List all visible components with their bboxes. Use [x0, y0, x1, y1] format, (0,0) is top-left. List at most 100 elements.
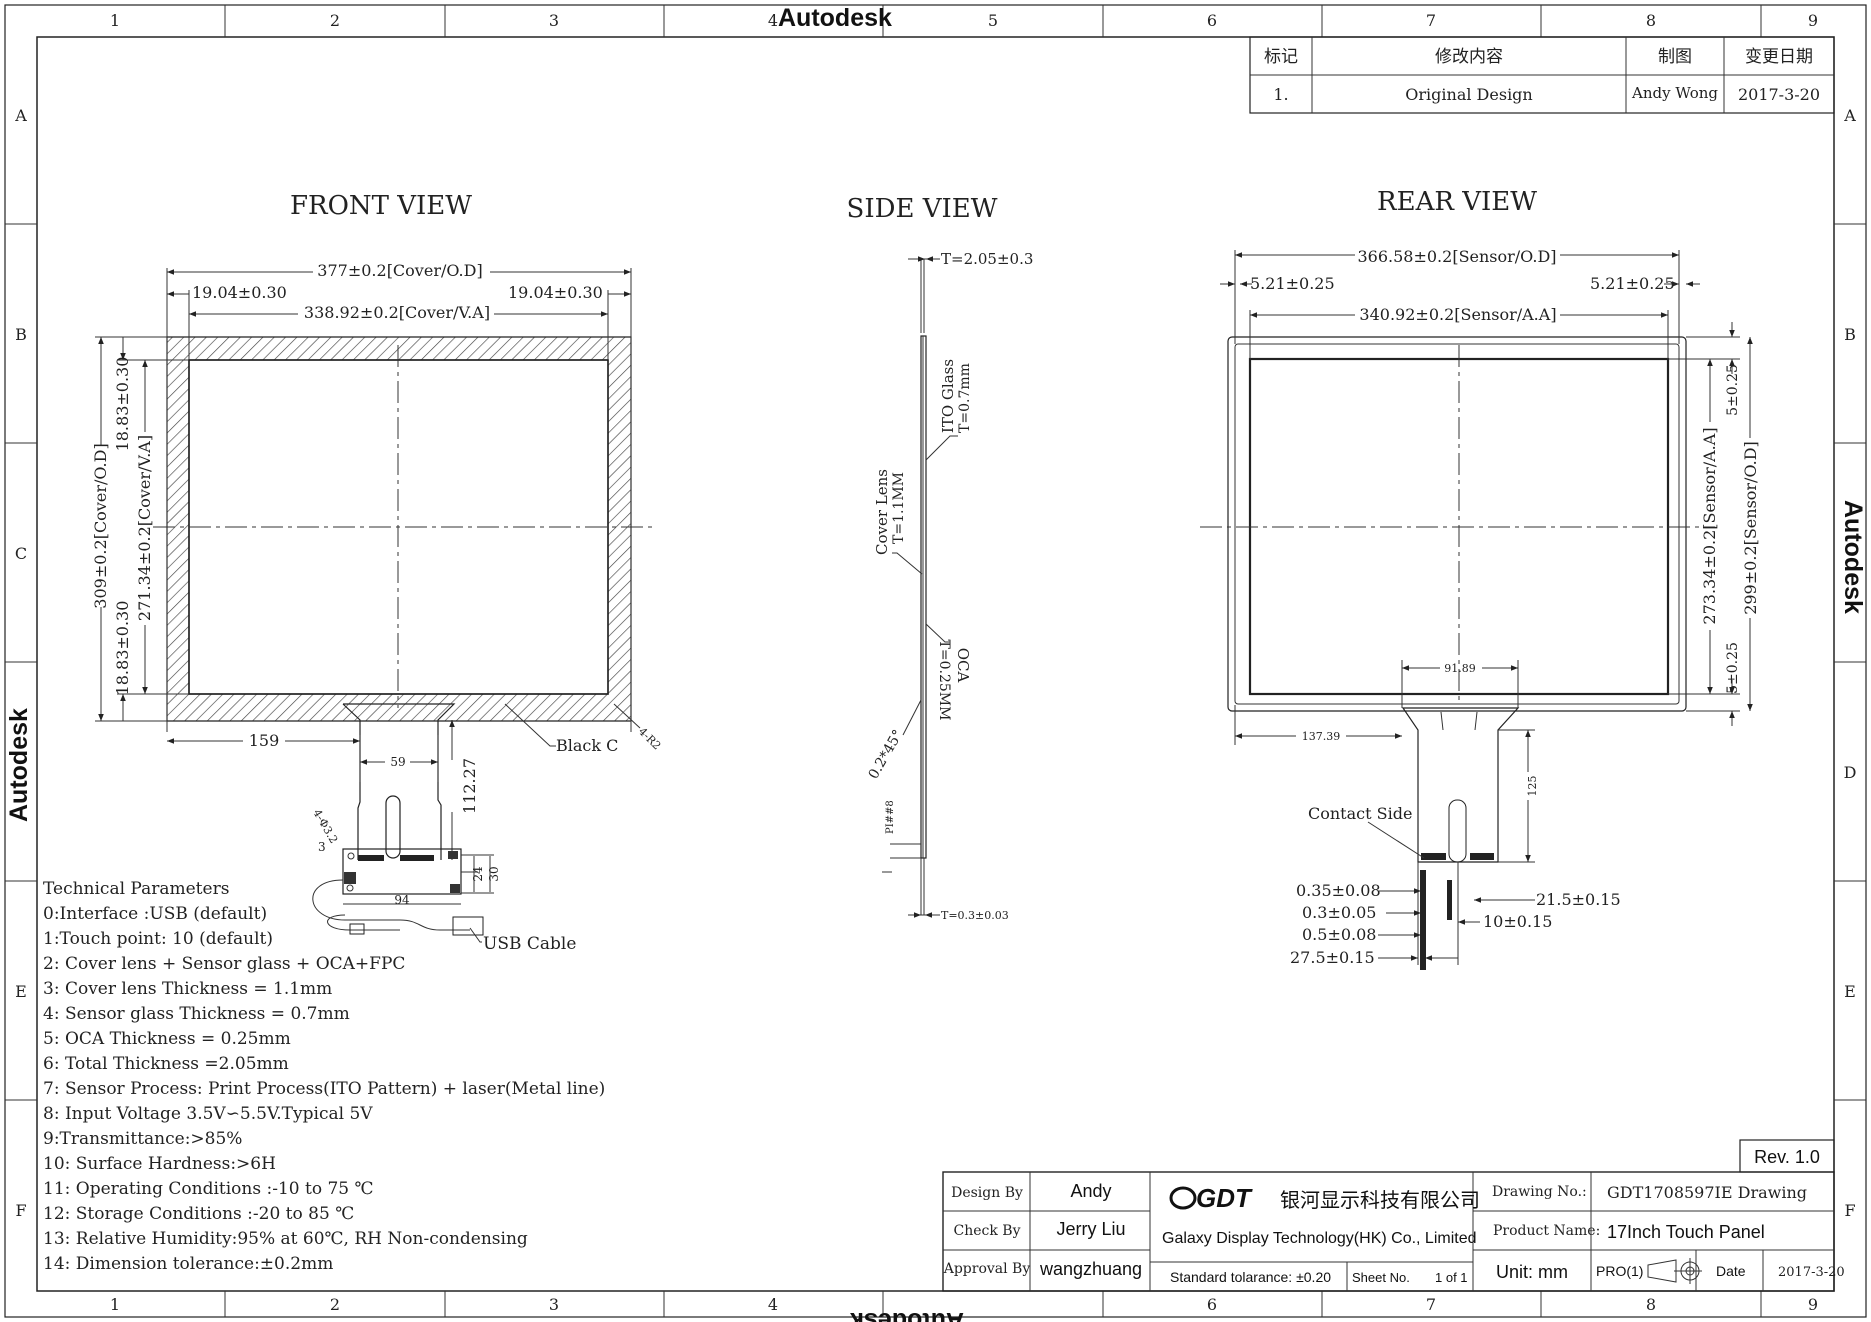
date-value: 2017-3-20 [1778, 1265, 1845, 1280]
company-name-en: Galaxy Display Technology(HK) Co., Limit… [1162, 1230, 1477, 1247]
row-label: E [1844, 982, 1856, 1001]
usb-controller-board: 94 24 30 4-Φ3.2 3 USB Cable [310, 807, 576, 954]
rear-dim-top: 5±0.25 [1725, 364, 1741, 416]
rear-dim-d1: 0.35±0.08 [1296, 881, 1381, 900]
col-label: 1 [110, 11, 120, 30]
design-by-label: Design By [951, 1185, 1023, 1201]
product-name-label: Product Name: [1493, 1223, 1600, 1239]
rear-dim-right: 5.21±0.25 [1590, 274, 1675, 293]
unit-label: Unit: mm [1496, 1262, 1568, 1282]
front-dim-width: 377±0.2[Cover/O.D] [317, 261, 482, 280]
front-dim-fpc-offset: 159 [249, 731, 280, 750]
col-label: 7 [1426, 1295, 1436, 1314]
rev-header-date: 变更日期 [1745, 47, 1813, 67]
col-label: 2 [330, 11, 340, 30]
revision-label: Rev. 1.0 [1754, 1147, 1820, 1167]
view-titles: FRONT VIEW SIDE VIEW REAR VIEW [290, 187, 1537, 224]
check-by-value: Jerry Liu [1056, 1219, 1125, 1239]
side-total-thickness: T=2.05±0.3 [941, 250, 1033, 268]
col-label: 7 [1426, 11, 1436, 30]
front-dim-fpc-width: 59 [390, 755, 405, 769]
side-pitch: PI##8 [885, 800, 896, 834]
row-label: D [1844, 763, 1857, 782]
front-dim-va-width: 338.92±0.2[Cover/V.A] [304, 303, 490, 322]
company-logo: GDT 银河显示科技有限公司 [1169, 1183, 1480, 1213]
rear-dim-aa-h: 273.34±0.2[Sensor/A.A] [1700, 427, 1719, 624]
col-label: 4 [768, 11, 778, 30]
front-label-radius: 4-R2 [636, 725, 664, 753]
tech-line: 11: Operating Conditions :-10 to 75 ℃ [43, 1179, 374, 1199]
tech-line: 1:Touch point: 10 (default) [43, 929, 273, 949]
rear-dim-d6: 10±0.15 [1483, 912, 1552, 931]
pcb-dim-width: 94 [394, 893, 410, 907]
watermark-bottom: Autodesk [850, 1307, 964, 1322]
tech-line: 7: Sensor Process: Print Process(ITO Pat… [43, 1079, 605, 1099]
tech-line: 6: Total Thickness =2.05mm [43, 1054, 289, 1074]
tech-line: 12: Storage Conditions :-20 to 85 ℃ [43, 1204, 354, 1224]
tech-line: 8: Input Voltage 3.5V∽5.5V.Typical 5V [43, 1104, 373, 1124]
col-label: 8 [1646, 1295, 1656, 1314]
col-label: 9 [1808, 1295, 1818, 1314]
rear-dim-d5: 21.5±0.15 [1536, 890, 1621, 909]
grid-column-labels: 1 2 3 4 5 6 7 8 9 1 2 3 4 6 7 8 9 [110, 11, 1818, 1314]
side-cover-thickness: T=1.1MM [891, 472, 907, 544]
rear-view: 366.58±0.2[Sensor/O.D] 5.21±0.25 5.21±0.… [1200, 247, 1760, 970]
pcb-dim-h1: 24 [471, 866, 485, 882]
tech-line: 0:Interface :USB (default) [43, 904, 267, 924]
row-label: F [1844, 1201, 1855, 1220]
tech-line: 14: Dimension tolerance:±0.2mm [43, 1254, 333, 1274]
rev-header-mark: 标记 [1264, 47, 1298, 67]
design-by-value: Andy [1070, 1181, 1111, 1201]
col-label: 4 [768, 1295, 778, 1314]
rear-dim-aa: 340.92±0.2[Sensor/A.A] [1359, 305, 1556, 324]
rear-dim-bottom: 5±0.25 [1725, 642, 1741, 694]
front-dim-va-height: 271.34±0.2[Cover/V.A] [135, 435, 154, 621]
grid-row-labels: A B C E F A B D E F [14, 106, 1856, 1220]
drawing-frame [4, 4, 1867, 1318]
col-label: 6 [1207, 1295, 1217, 1314]
watermark-top: Autodesk [778, 4, 892, 32]
standard-tolerance: Standard tolarance: ±0.20 [1170, 1269, 1331, 1285]
col-label: 2 [330, 1295, 340, 1314]
side-ito-title: ITO Glass [939, 359, 957, 433]
front-dim-height: 309±0.2[Cover/O.D] [91, 443, 110, 608]
usb-cable-label: USB Cable [483, 934, 576, 954]
rear-dim-fpc-width: 91.89 [1444, 662, 1476, 675]
pcb-dim-3: 3 [318, 840, 326, 854]
rear-dim-d2: 0.3±0.05 [1302, 903, 1376, 922]
side-view: T=2.05±0.3 ITO Glass T=0.7mm Cover Lens … [866, 250, 1034, 922]
row-label: C [15, 544, 27, 563]
col-label: 8 [1646, 11, 1656, 30]
approval-by-label: Approval By [943, 1261, 1031, 1277]
rev-row-drawn: Andy Wong [1631, 84, 1718, 102]
projection-label: PRO(1) [1596, 1263, 1643, 1279]
side-cover-title: Cover Lens [873, 469, 891, 555]
tech-line: 5: OCA Thickness = 0.25mm [43, 1029, 291, 1049]
row-label: E [15, 982, 27, 1001]
rear-view-title: REAR VIEW [1377, 187, 1537, 217]
drawing-no-value: GDT1708597IE Drawing [1607, 1183, 1807, 1202]
revision-table: 标记 修改内容 制图 变更日期 1. Original Design Andy … [1249, 36, 1835, 114]
rev-row-content: Original Design [1405, 85, 1532, 104]
approval-by-value: wangzhuang [1039, 1259, 1142, 1279]
projection-symbol-icon [1647, 1258, 1702, 1284]
rear-dim-d4: 27.5±0.15 [1290, 948, 1375, 967]
rev-row-date: 2017-3-20 [1738, 85, 1820, 104]
side-chamfer: 0.2*45° [866, 727, 907, 782]
sheet-label: Sheet No. [1352, 1270, 1410, 1285]
watermarks: Autodesk Autodesk Autodesk Autodesk [5, 4, 1867, 1322]
tech-line: 3: Cover lens Thickness = 1.1mm [43, 979, 332, 999]
row-label: F [15, 1201, 26, 1220]
tech-line: 2: Cover lens + Sensor glass + OCA+FPC [43, 954, 405, 974]
rev-header-drawn: 制图 [1658, 47, 1692, 67]
sheet-value: 1 of 1 [1435, 1270, 1468, 1285]
front-view-title: FRONT VIEW [290, 191, 472, 221]
tech-line: 9:Transmittance:>85% [43, 1129, 242, 1149]
side-oca-thickness: T=0.25MM [936, 640, 952, 721]
col-label: 9 [1808, 11, 1818, 30]
rev-header-content: 修改内容 [1435, 47, 1503, 67]
rear-dim-od-h: 299±0.2[Sensor/O.D] [1741, 441, 1760, 615]
side-oca-title: OCA [954, 648, 972, 683]
tech-line: 13: Relative Humidity:95% at 60℃, RH Non… [43, 1229, 528, 1249]
